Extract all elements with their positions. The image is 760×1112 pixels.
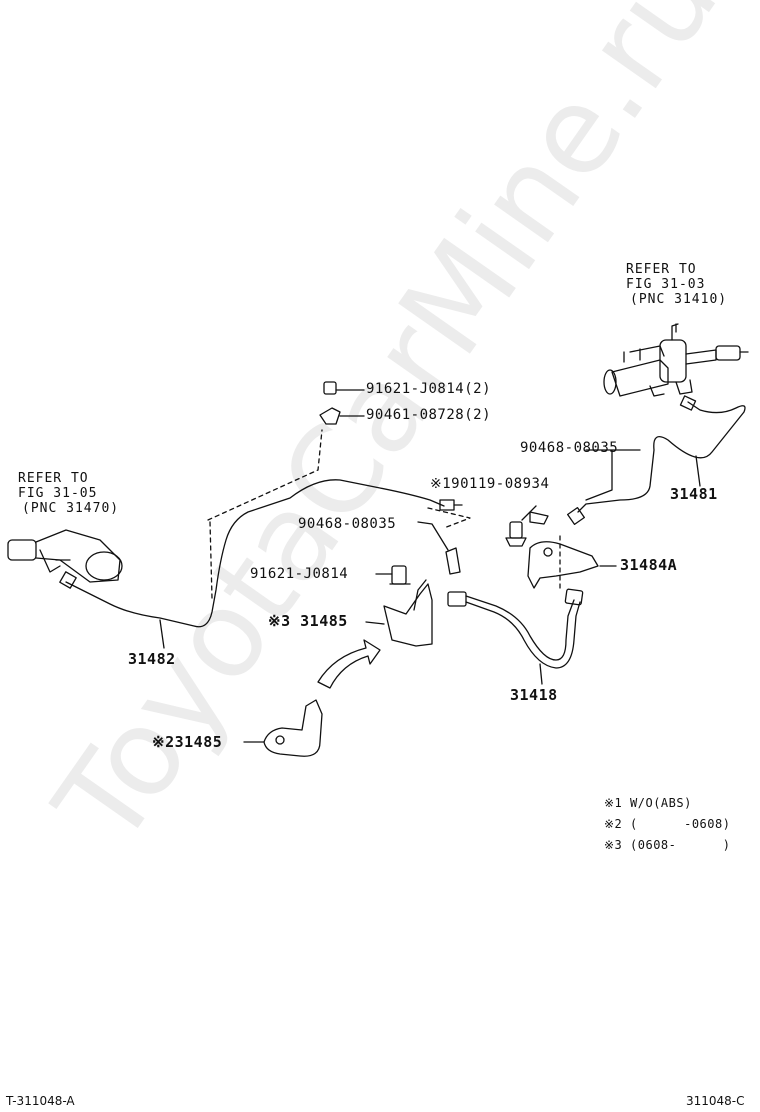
part-label-clip-mid[interactable]: 90468-08035 (298, 516, 397, 532)
part-label-bolt-mid[interactable]: 91621-J0814 (250, 566, 349, 582)
clutch-master-cylinder (603, 323, 749, 397)
part-label-31484A[interactable]: 31484A (620, 556, 678, 574)
bracket-31485-upper (383, 579, 433, 647)
note-1-mark: ※1 (604, 796, 623, 810)
note-3: ※3 (0608- ) (604, 838, 730, 852)
clip-right (529, 511, 549, 525)
ref-note-left-line3: (PNC 31470) (22, 501, 120, 516)
note-2-mark: ※2 (604, 817, 623, 831)
part-label-bleeder[interactable]: ※190119-08934 (430, 476, 550, 492)
note-3-mark: ※3 (604, 838, 623, 852)
arrow (317, 639, 381, 689)
bracket-31484A (527, 541, 599, 589)
bracket-31485-lower (263, 699, 323, 757)
part-label-31482[interactable]: 31482 (128, 650, 176, 668)
bleeder-plug (505, 521, 527, 547)
clutch-pipe-31482 (59, 479, 463, 628)
clutch-pipe-31481 (566, 395, 746, 526)
ref-note-left-line1: REFER TO (18, 471, 89, 486)
note-2: ※2 ( -0608) (604, 817, 730, 831)
note-2-text: ( -0608) (630, 817, 731, 831)
note-3-text: (0608- ) (630, 838, 731, 852)
part-label-31481[interactable]: 31481 (670, 485, 718, 503)
part-label-clip-top[interactable]: 90461-08728(2) (366, 407, 492, 423)
guide-lines (207, 429, 561, 599)
bolt-clip-top (319, 381, 341, 425)
part-label-31485-upper[interactable]: ※3 31485 (268, 612, 348, 630)
part-label-bolt-top[interactable]: 91621-J0814(2) (366, 381, 492, 397)
bolt-mid (389, 565, 411, 585)
clutch-release-cylinder (7, 529, 123, 583)
clip-mid (445, 547, 461, 575)
part-label-31485-lower[interactable]: ※231485 (152, 733, 223, 751)
ref-note-left-line2: FIG 31-05 (18, 486, 98, 501)
note-1: ※1 W/O(ABS) (604, 796, 692, 810)
part-label-31418[interactable]: 31418 (510, 686, 558, 704)
figure-code-left: T-311048-A (6, 1094, 75, 1108)
ref-note-top-line1: REFER TO (626, 262, 697, 277)
clutch-hose-31418 (447, 588, 584, 669)
leader-lines (159, 389, 701, 743)
ref-note-top-line3: (PNC 31410) (630, 292, 728, 307)
part-label-clip-right[interactable]: 90468-08035 (520, 440, 619, 456)
ref-note-top-line2: FIG 31-03 (626, 277, 706, 292)
figure-code-right: 311048-C (686, 1094, 745, 1108)
note-1-text: W/O(ABS) (630, 796, 692, 810)
